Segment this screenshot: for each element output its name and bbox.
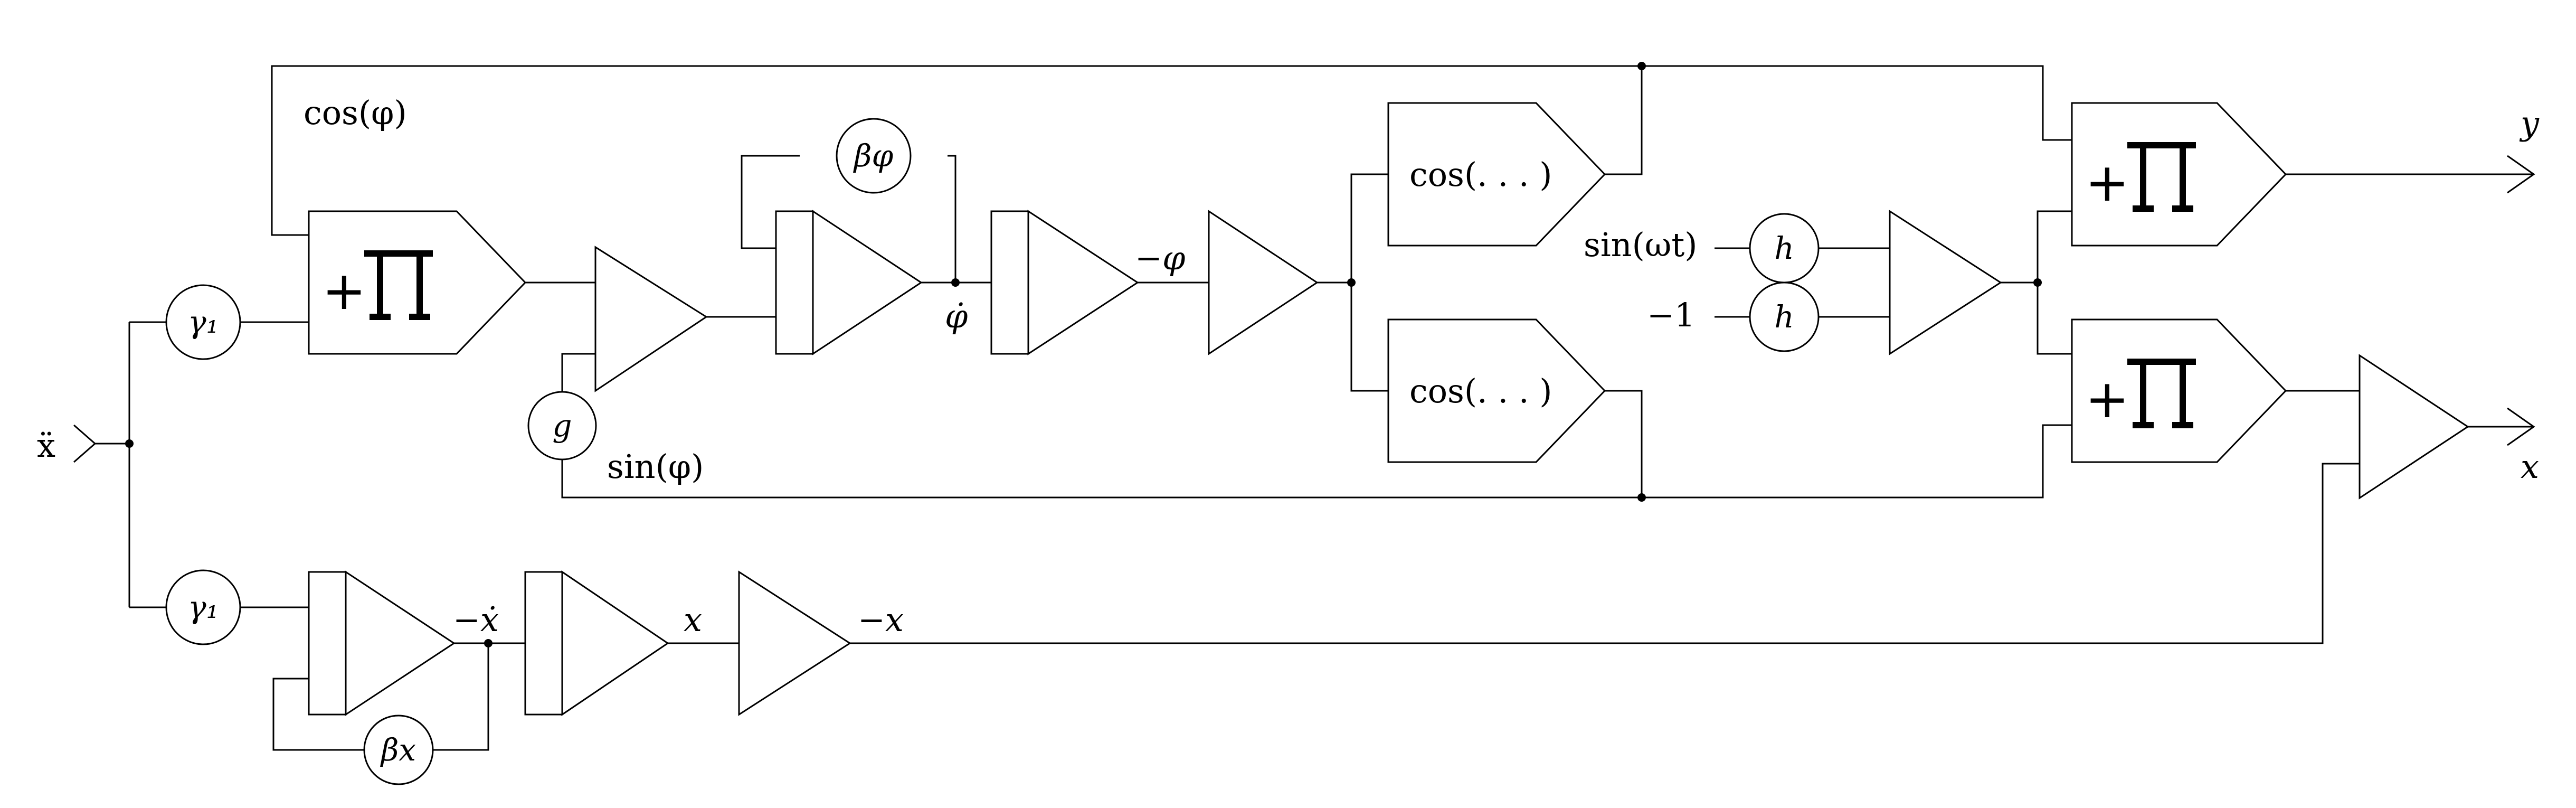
product-icon <box>2127 359 2196 428</box>
signal-label-phi-dot: φ̇ <box>945 297 968 335</box>
junction-dots <box>125 62 2042 647</box>
coefficient-g: g <box>527 391 597 461</box>
coefficient-beta-x: βx <box>363 715 434 785</box>
h-label: h <box>1774 299 1794 335</box>
input-label-xddot: ẍ <box>37 426 55 465</box>
integrator-block-2 <box>990 210 1139 355</box>
cos-block-top <box>1387 102 1606 247</box>
cos-block-bottom-label: cos(. . . ) <box>1409 372 1552 410</box>
integrator-block-x2 <box>524 570 669 716</box>
coefficient-h-top: h <box>1749 213 1820 284</box>
coefficient-gamma1-top: γ₁ <box>165 284 241 360</box>
multiplier-block-x: + <box>2071 318 2287 463</box>
beta-x-label: βx <box>380 732 416 768</box>
inverter-block-x <box>738 570 851 716</box>
multiplier-plus-label: + <box>2085 368 2129 430</box>
product-icon <box>2127 142 2196 212</box>
signal-label-cos-phi: cos(φ) <box>304 93 407 132</box>
signal-label-minus-x: −x <box>858 600 904 639</box>
signal-label-sin-omega-t: sin(ωt) <box>1584 226 1697 264</box>
beta-phi-label: βφ <box>853 138 894 174</box>
multiplier-block-y: + <box>2071 102 2287 247</box>
integrator-block-x <box>308 570 456 716</box>
product-icon <box>364 250 433 320</box>
cos-block-top-label: cos(. . . ) <box>1409 155 1552 194</box>
integrator-block-phi <box>775 210 923 355</box>
multiplier-block-1: + <box>308 210 527 355</box>
signal-label-sin-phi: sin(φ) <box>607 447 704 486</box>
gamma1-label: γ₁ <box>188 589 219 625</box>
signal-label-minus-x-dot: −ẋ <box>453 600 499 639</box>
summer-block-1 <box>594 246 708 392</box>
coefficient-beta-phi: βφ <box>836 118 912 194</box>
gamma1-label: γ₁ <box>188 304 219 340</box>
output-label-x: x <box>2521 447 2539 486</box>
coefficient-h-bottom: h <box>1749 281 1820 352</box>
signal-label-minus-phi: −φ <box>1135 239 1186 277</box>
multiplier-plus-label: + <box>322 260 366 322</box>
input-arrow-icon <box>73 424 97 463</box>
h-label: h <box>1774 230 1794 266</box>
g-label: g <box>552 408 572 444</box>
coefficient-gamma1-bottom: γ₁ <box>165 569 241 645</box>
output-label-y: y <box>2519 104 2540 143</box>
cos-block-bottom <box>1387 318 1606 463</box>
summer-block-h <box>1889 210 2002 355</box>
signal-label-minus-one: −1 <box>1647 296 1695 334</box>
inverter-block-phi <box>1208 210 1319 355</box>
multiplier-plus-label: + <box>2085 152 2129 213</box>
summer-block-x <box>2359 354 2469 500</box>
signal-label-x: x <box>684 600 702 639</box>
